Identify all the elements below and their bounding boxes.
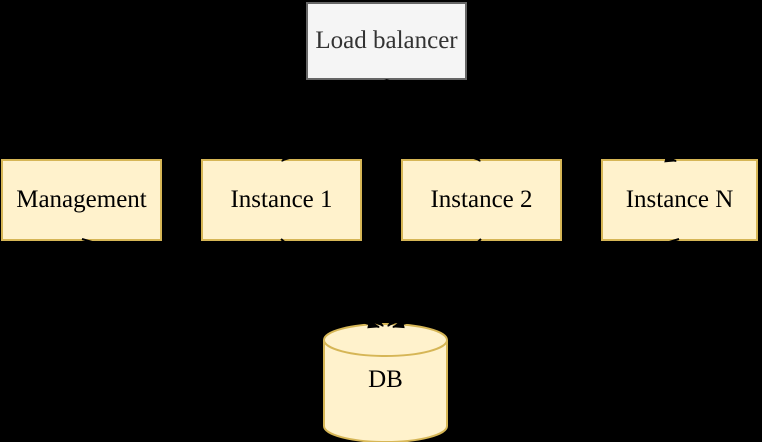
node-instance-2: Instance 2 [401, 159, 562, 241]
node-management-label: Management [16, 186, 147, 213]
node-load-balancer: Load balancer [306, 2, 467, 80]
db-cylinder-top [323, 323, 448, 357]
db-cylinder-body [323, 340, 448, 442]
node-instance-n-label: Instance N [625, 186, 734, 213]
node-instance-n: Instance N [601, 159, 758, 241]
node-instance-1: Instance 1 [201, 159, 362, 241]
node-db-label: DB [368, 366, 403, 393]
node-instance-1-label: Instance 1 [230, 186, 333, 213]
node-instance-2-label: Instance 2 [430, 186, 533, 213]
node-load-balancer-label: Load balancer [315, 27, 458, 54]
node-management: Management [1, 159, 162, 241]
